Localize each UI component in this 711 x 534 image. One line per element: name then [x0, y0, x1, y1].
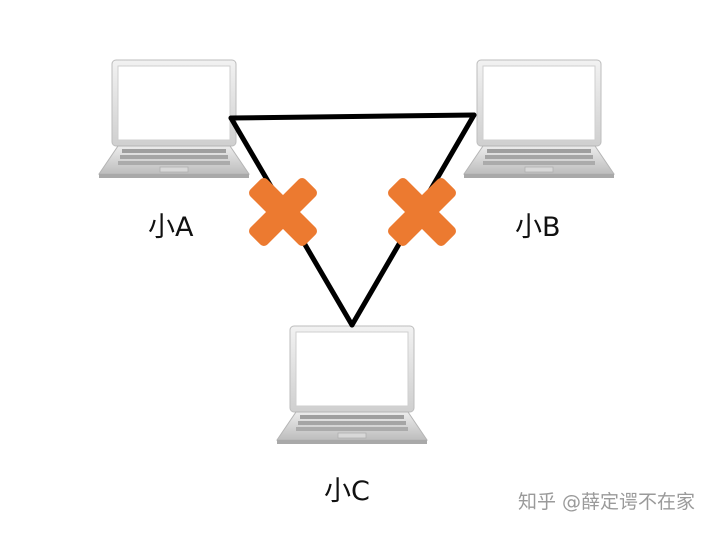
watermark: 知乎 @薛定谔不在家	[517, 491, 695, 513]
laptop-icon	[276, 325, 428, 445]
cross-mark-icon	[246, 175, 320, 249]
link-a-b	[228, 112, 477, 121]
laptop-icon	[463, 59, 615, 179]
laptop-icon	[98, 59, 250, 179]
node-label-c: 小C	[324, 476, 370, 507]
cross-mark-icon	[385, 175, 459, 249]
node-label-a: 小A	[148, 212, 194, 243]
node-label-b: 小B	[515, 212, 561, 243]
